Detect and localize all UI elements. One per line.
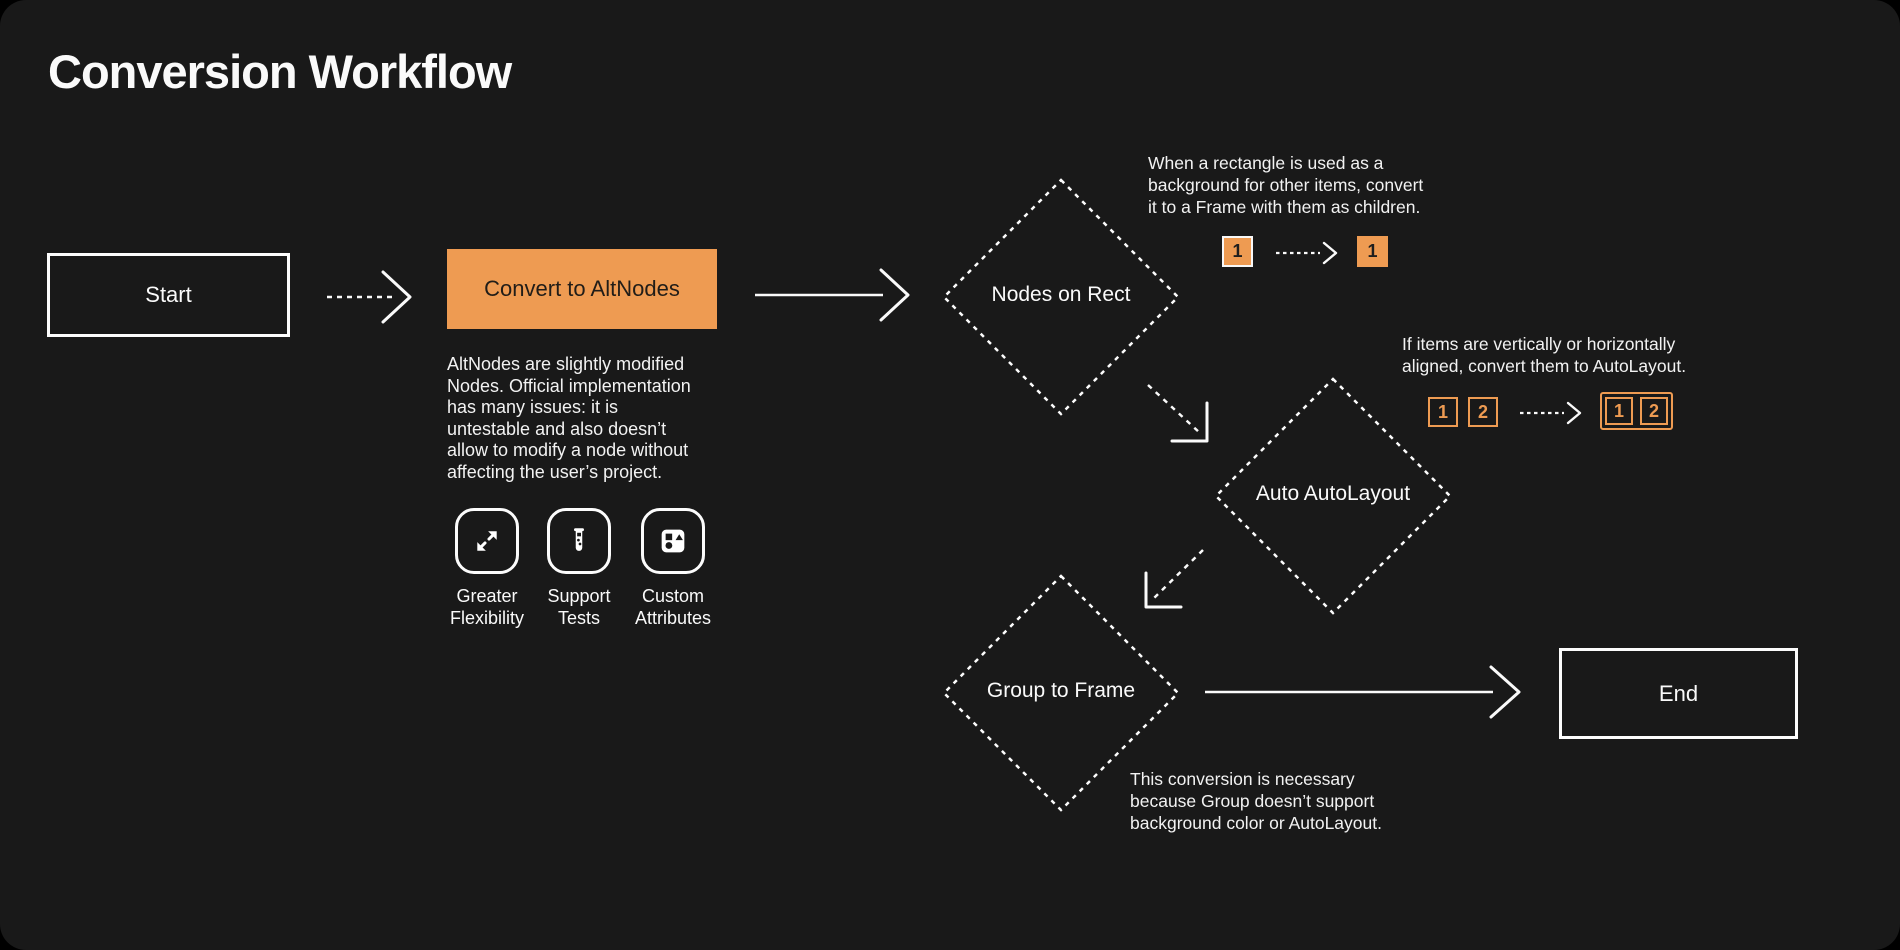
node-nodes-on-rect — [942, 178, 1180, 416]
node-auto-autolayout — [1214, 377, 1452, 615]
node-convert-label: Convert to AltNodes — [484, 276, 680, 301]
feature-support-tests: Support Tests — [529, 508, 629, 629]
example-item-2-before: 2 — [1468, 397, 1498, 427]
feature-label: Support Tests — [547, 586, 611, 628]
arrow-autolayout-example — [1520, 401, 1582, 425]
arrow-nodes-on-rect-to-auto-autolayout — [1147, 384, 1209, 443]
arrow-start-to-convert — [327, 270, 412, 324]
example-rect-before: 1 — [1222, 236, 1253, 267]
shapes-icon — [641, 508, 705, 574]
node-auto-autolayout-label: Auto AutoLayout — [1255, 482, 1411, 505]
feature-label: Custom Attributes — [634, 586, 712, 628]
node-start: Start — [47, 253, 290, 337]
node-group-to-frame-label: Group to Frame — [986, 679, 1136, 702]
arrow-rect-example — [1276, 241, 1338, 265]
node-end: End — [1559, 648, 1798, 739]
auto-autolayout-note: If items are vertically or horizontally … — [1402, 334, 1687, 376]
test-tube-icon — [547, 508, 611, 574]
node-nodes-on-rect-label: Nodes on Rect — [991, 283, 1131, 306]
example-autolayout-group-after: 1 2 — [1600, 392, 1673, 430]
feature-label: Greater Flexibility — [449, 586, 524, 628]
node-group-to-frame — [942, 574, 1180, 812]
example-item-2-after: 2 — [1640, 397, 1668, 425]
group-to-frame-note: This conversion is necessary because Gro… — [1130, 769, 1382, 833]
node-end-label: End — [1658, 680, 1699, 706]
arrow-convert-to-nodes-on-rect — [755, 268, 910, 322]
example-item-1-before: 1 — [1428, 397, 1458, 427]
node-start-label: Start — [145, 282, 192, 307]
arrow-auto-autolayout-to-group-to-frame — [1144, 549, 1204, 609]
example-item-1-after: 1 — [1605, 397, 1633, 425]
page-title: Conversion Workflow — [48, 45, 512, 98]
arrow-group-to-frame-to-end — [1205, 665, 1521, 719]
feature-custom-attributes: Custom Attributes — [623, 508, 723, 629]
node-convert-to-altnodes: Convert to AltNodes — [447, 249, 717, 329]
example-frame-after: 1 — [1357, 236, 1388, 267]
expand-arrows-icon — [455, 508, 519, 574]
altnodes-description: AltNodes are slightly modified Nodes. Of… — [447, 354, 691, 482]
feature-greater-flexibility: Greater Flexibility — [437, 508, 537, 629]
nodes-on-rect-note: When a rectangle is used as a background… — [1148, 153, 1424, 217]
